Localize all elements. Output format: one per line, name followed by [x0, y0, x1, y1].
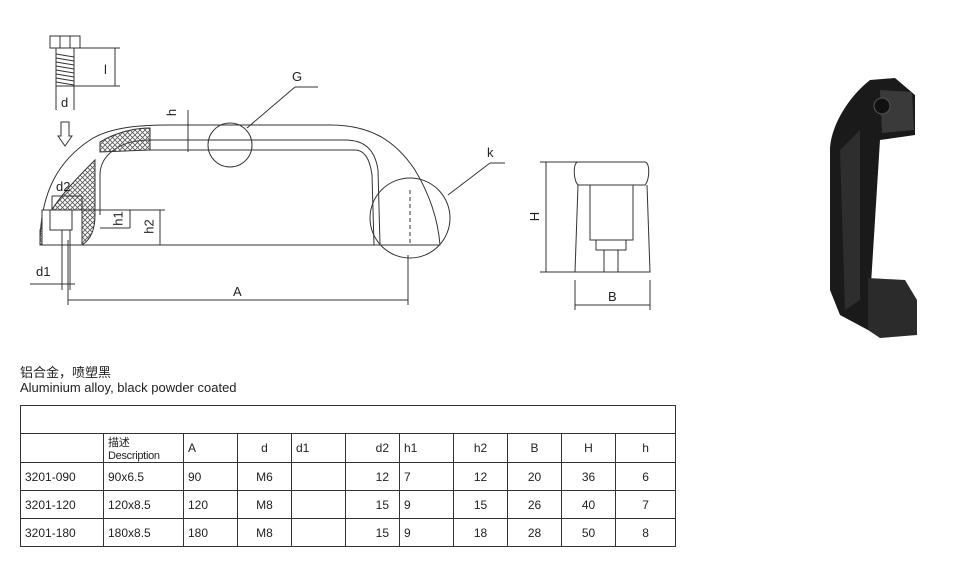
table-row: 3201-180 180x8.5 180 M8 15 9 18 28 50 8 — [20, 518, 677, 547]
table-row: 3201-120 120x8.5 120 M8 15 9 15 26 40 7 — [20, 490, 677, 519]
label-d2: d2 — [56, 179, 71, 194]
handle-3d-render — [830, 78, 917, 338]
handle-end-view — [540, 161, 651, 310]
header-A: A — [183, 433, 238, 463]
label-h: h — [164, 108, 180, 117]
label-h2: h2 — [141, 219, 157, 234]
header-d: d — [237, 433, 292, 463]
header-description: 描述 Description — [103, 433, 184, 463]
screw-drawing — [49, 35, 120, 147]
material-en: Aluminium alloy, black powder coated — [20, 380, 237, 395]
label-d1: d1 — [36, 264, 51, 279]
table-title-row — [19, 405, 677, 434]
header-h1: h1 — [399, 433, 454, 463]
spec-table: 描述 Description A d d1 d2 h1 h2 B H h 320… — [19, 405, 677, 547]
label-G: G — [292, 69, 303, 84]
header-h2: h2 — [453, 433, 508, 463]
label-h1: h1 — [110, 211, 126, 226]
header-d1: d1 — [291, 433, 346, 463]
label-A: A — [233, 284, 242, 299]
material-cn: 铝合金，喷塑黑 — [20, 365, 112, 380]
label-l: l — [104, 62, 107, 77]
header-h: h — [614, 433, 677, 463]
table-row: 3201-090 90x6.5 90 M6 12 7 12 20 36 6 — [20, 462, 677, 491]
header-d2: d2 — [345, 433, 400, 463]
header-model — [20, 433, 104, 463]
label-H: H — [527, 211, 543, 222]
table-header-row: 描述 Description A d d1 d2 h1 h2 B H h — [20, 433, 677, 463]
handle-side-view — [30, 86, 505, 305]
label-k: k — [487, 145, 494, 160]
header-H: H — [561, 433, 616, 463]
label-B: B — [608, 289, 617, 304]
header-B: B — [507, 433, 562, 463]
label-d: d — [61, 95, 69, 110]
